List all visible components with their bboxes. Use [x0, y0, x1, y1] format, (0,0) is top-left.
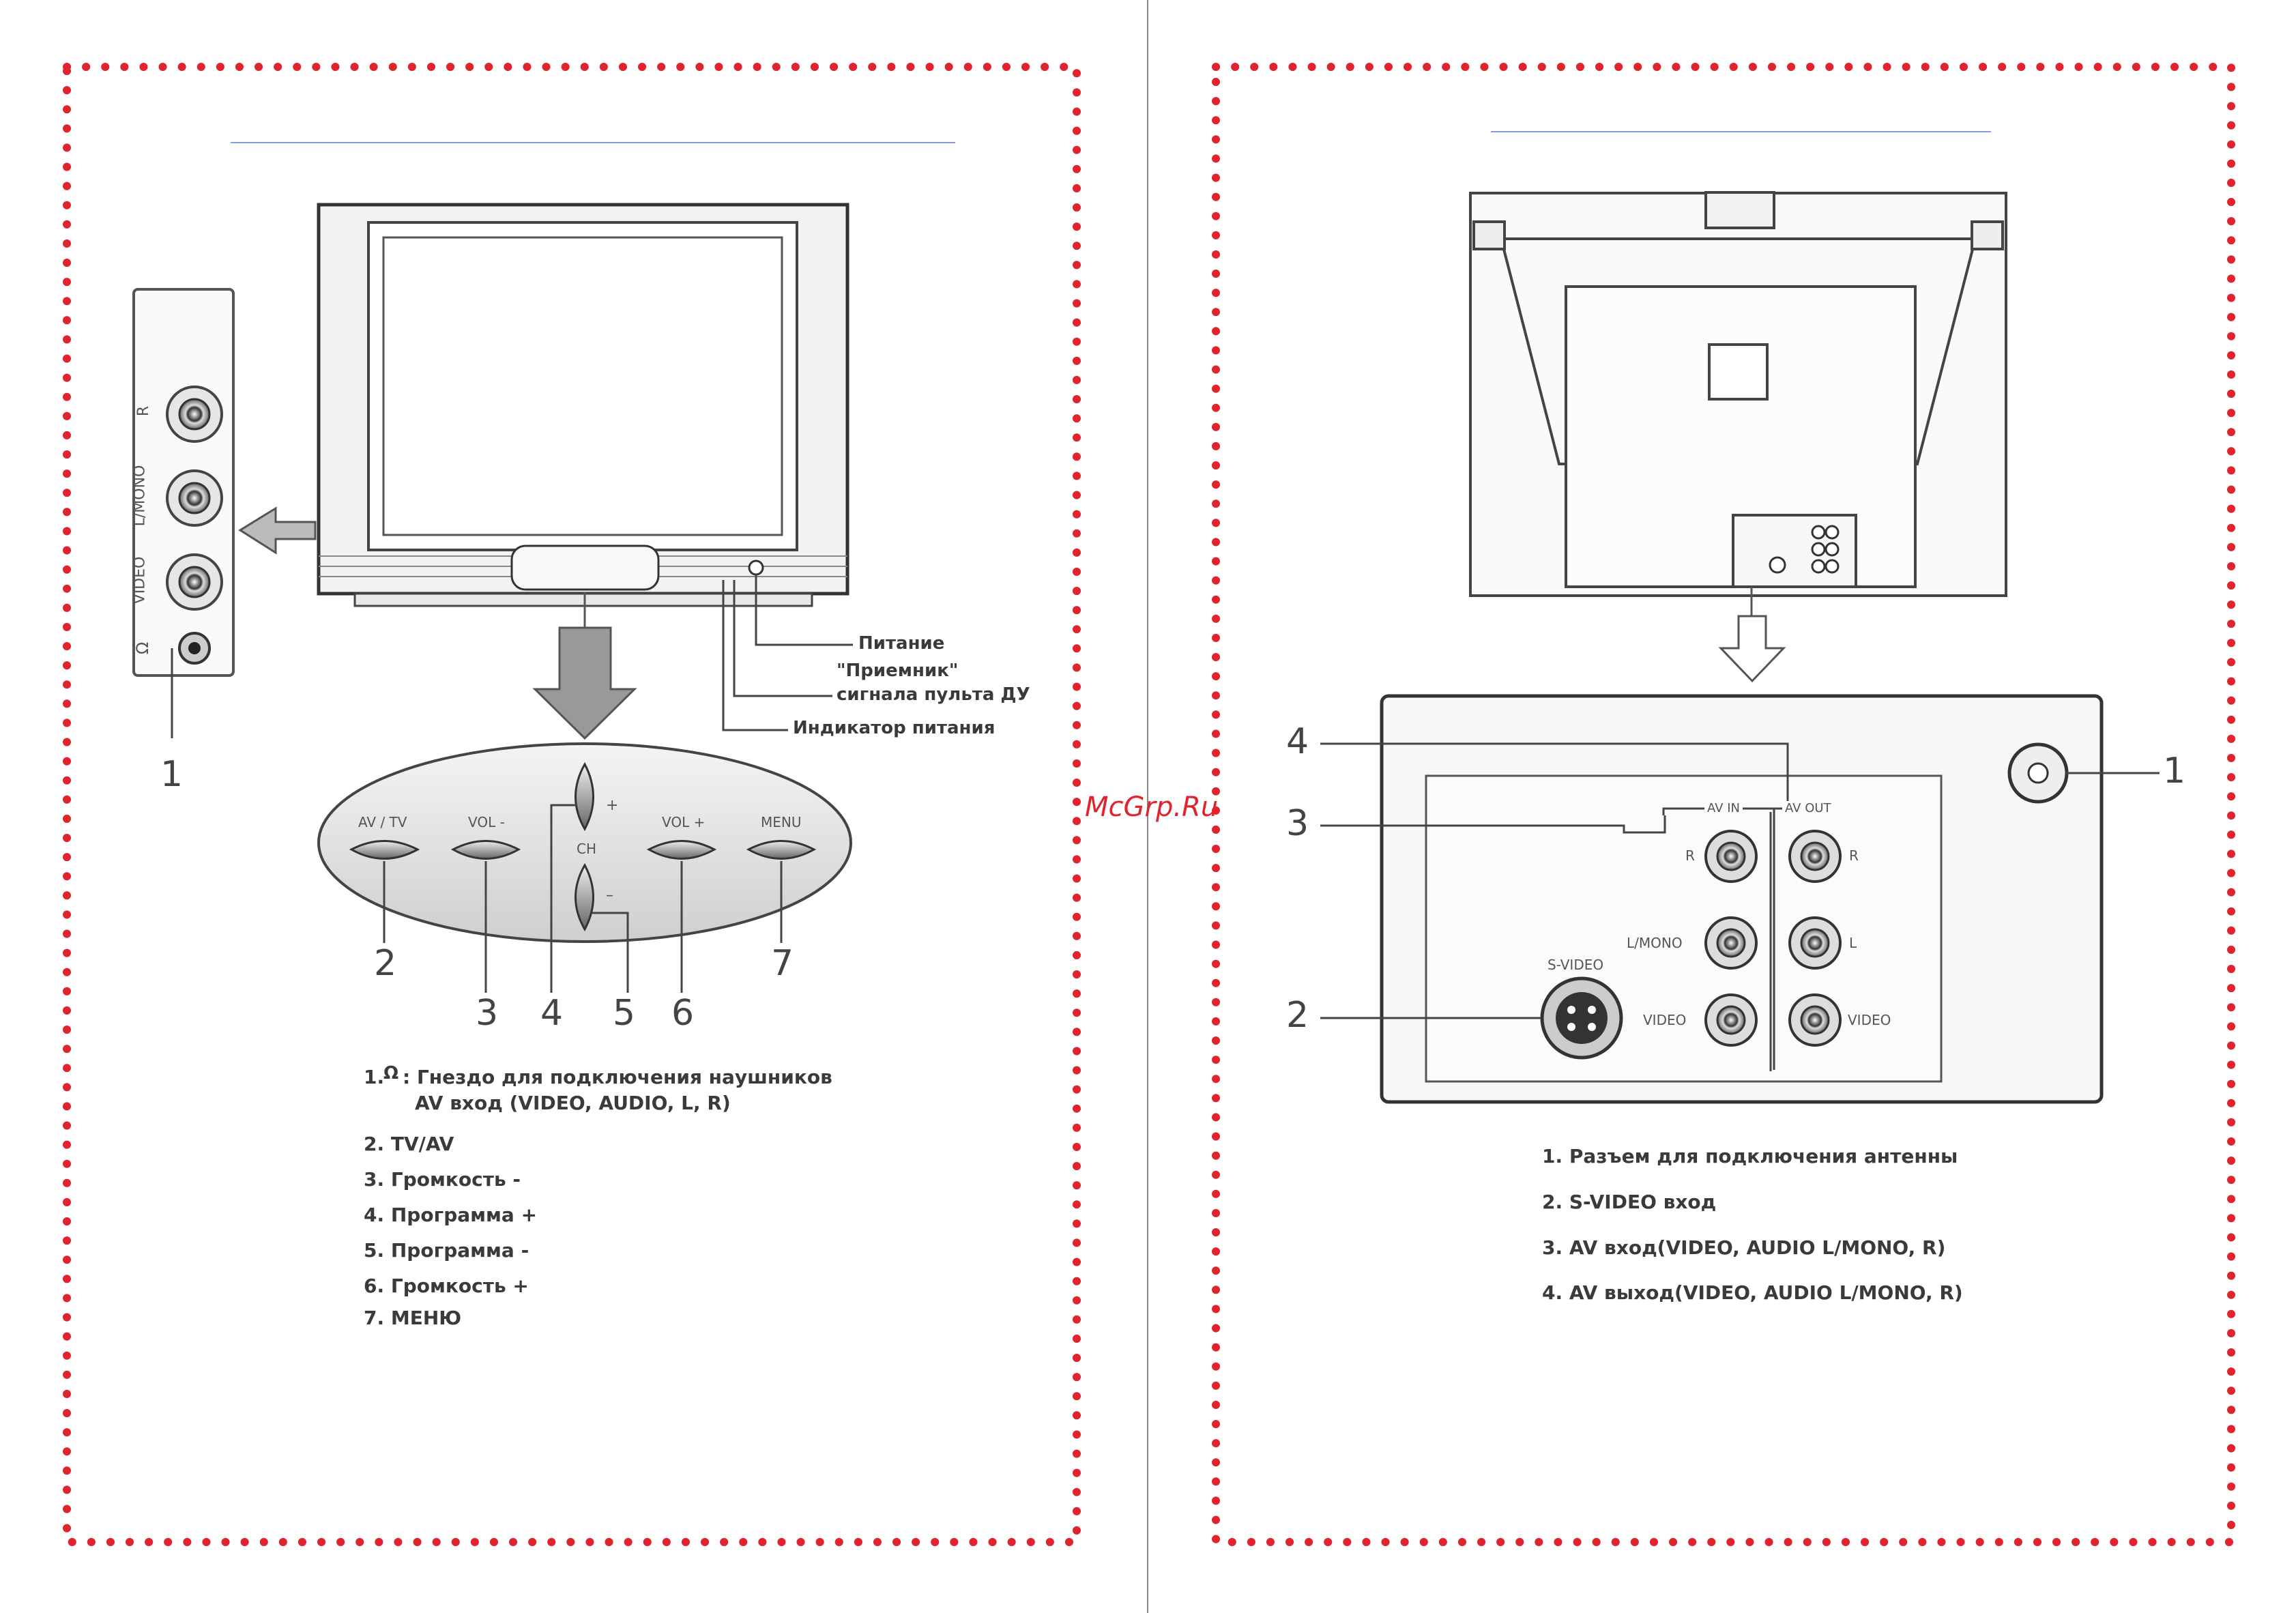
rear-callout-2: 2 — [1286, 995, 1309, 1036]
callout-3: 3 — [476, 993, 499, 1034]
callout-5: 5 — [613, 993, 636, 1034]
rear-legend-1: 1. Разъем для подключения антенны — [1542, 1145, 1958, 1167]
rear-callout-1: 1 — [2163, 751, 2186, 791]
tv-screen — [382, 236, 783, 536]
legend-item-7: 7. МЕНЮ — [364, 1307, 462, 1329]
legend-item-1-line1: : Гнездо для подключения наушников — [403, 1066, 832, 1088]
side-label-r: R — [135, 405, 153, 417]
callout-6: 6 — [671, 993, 695, 1034]
label-l-out: L — [1849, 935, 1857, 951]
headphone-icon: Ω — [133, 641, 153, 655]
ch-label: CH — [577, 841, 597, 857]
label-av-out: AV OUT — [1782, 801, 1834, 815]
side-label-lmono: L/MONO — [131, 465, 149, 527]
tv-control-bay — [510, 544, 660, 591]
label-av-in: AV IN — [1704, 801, 1743, 815]
button-label-menu: MENU — [761, 814, 802, 830]
ch-minus: – — [606, 887, 613, 904]
ch-plus: + — [606, 797, 619, 814]
side-label-video: VIDEO — [131, 556, 149, 605]
label-video-out: VIDEO — [1848, 1012, 1891, 1028]
legend-item-6: 6. Громкость + — [364, 1275, 529, 1297]
legend-item-3: 3. Громкость - — [364, 1168, 521, 1191]
rear-legend-2: 2. S-VIDEO вход — [1542, 1191, 1717, 1213]
legend-item-2: 2. TV/AV — [364, 1133, 454, 1155]
callout-power: Питание — [858, 633, 945, 654]
callout-4: 4 — [540, 993, 564, 1034]
button-label-vol-plus: VOL + — [662, 814, 706, 830]
label-r-in: R — [1685, 847, 1695, 864]
tv-rear — [1469, 191, 2007, 597]
callout-2: 2 — [374, 943, 397, 984]
callout-receiver-2: сигнала пульта ДУ — [837, 684, 1030, 705]
callout-indicator: Индикатор питания — [793, 718, 996, 738]
rear-down-arrow — [1718, 615, 1786, 683]
label-s-video: S-VIDEO — [1547, 957, 1604, 973]
button-label-vol-minus: VOL - — [468, 814, 505, 830]
legend-item-1-number: 1. — [364, 1066, 385, 1088]
control-panel-oval — [317, 742, 852, 943]
rear-callout-4: 4 — [1286, 721, 1309, 762]
callout-1: 1 — [160, 754, 184, 795]
legend-headphone-icon: Ω — [383, 1063, 399, 1084]
legend-item-4: 4. Программа + — [364, 1204, 538, 1226]
button-shapes — [349, 761, 817, 932]
label-video-in: VIDEO — [1643, 1012, 1687, 1028]
label-r-out: R — [1849, 847, 1859, 864]
controls-down-arrow — [532, 626, 637, 740]
watermark: McGrp.Ru — [1085, 791, 1219, 823]
rca-jacks — [1704, 830, 1842, 1047]
left-page-border — [63, 63, 1081, 1546]
rear-legend-4: 4. AV выход(VIDEO, AUDIO L/MONO, R) — [1542, 1281, 1963, 1304]
label-lmono-in: L/MONO — [1627, 935, 1683, 951]
callout-receiver-1: "Приемник" — [837, 660, 959, 681]
legend-item-5: 5. Программа - — [364, 1239, 529, 1262]
legend-item-1-line2: AV вход (VIDEO, AUDIO, L, R) — [415, 1092, 731, 1114]
side-panel-arrow — [238, 506, 317, 555]
callout-7: 7 — [771, 943, 794, 984]
button-label-avtv: AV / TV — [358, 814, 407, 830]
rear-legend-3: 3. AV вход(VIDEO, AUDIO L/MONO, R) — [1542, 1236, 1946, 1259]
rear-callout-3: 3 — [1286, 803, 1309, 844]
